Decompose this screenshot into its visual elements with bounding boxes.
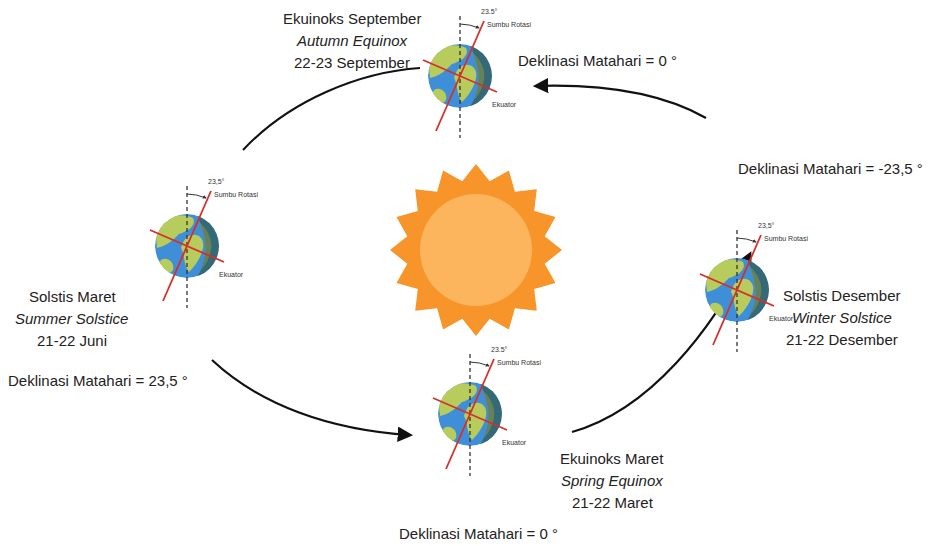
tilt-angle: 23.5°: [491, 346, 507, 354]
season-name: Solstis Desember: [783, 287, 901, 304]
axis-label: Sumbu Rotasi: [497, 359, 541, 367]
orbit-arrow: [212, 360, 410, 435]
season-english: Winter Solstice: [792, 309, 892, 326]
earth-globe: [433, 354, 507, 476]
declination-value: Deklinasi Matahari = 0 °: [399, 525, 558, 542]
season-english: Summer Solstice: [15, 310, 128, 327]
earth-globe: [700, 230, 774, 352]
tilt-angle: 23.5°: [481, 8, 497, 16]
season-date: 22-23 September: [294, 54, 410, 71]
season-date: 21-22 Juni: [37, 332, 107, 349]
equator-label: Ekuator: [492, 101, 516, 109]
season-name: Ekuinoks Maret: [560, 450, 663, 467]
season-name: Solstis Maret: [29, 288, 116, 305]
orbit-arrow: [536, 86, 706, 118]
sun: [390, 164, 562, 336]
tilt-angle: 23,5°: [758, 222, 774, 230]
axis-label: Sumbu Rotasi: [487, 21, 531, 29]
season-english: Spring Equinox: [561, 472, 663, 489]
season-english: Autumn Equinox: [297, 32, 407, 49]
season-name: Ekuinoks September: [283, 10, 421, 27]
equator-label: Ekuator: [502, 439, 526, 447]
season-date: 21-22 Maret: [572, 494, 653, 511]
orbit-arc: [243, 68, 420, 150]
season-date: 21-22 Desember: [786, 331, 898, 348]
declination-value: Deklinasi Matahari = 0 °: [518, 52, 677, 69]
equator-label: Ekuator: [219, 271, 243, 279]
declination-value: Deklinasi Matahari = 23,5 °: [8, 372, 188, 389]
earth-globe: [150, 186, 224, 308]
equator-label: Ekuator: [769, 315, 793, 323]
axis-label: Sumbu Rotasi: [214, 191, 258, 199]
earth-globe: [423, 16, 497, 138]
axis-label: Sumbu Rotasi: [764, 235, 808, 243]
tilt-angle: 23,5°: [208, 178, 224, 186]
declination-value: Deklinasi Matahari = -23,5 °: [738, 160, 923, 177]
